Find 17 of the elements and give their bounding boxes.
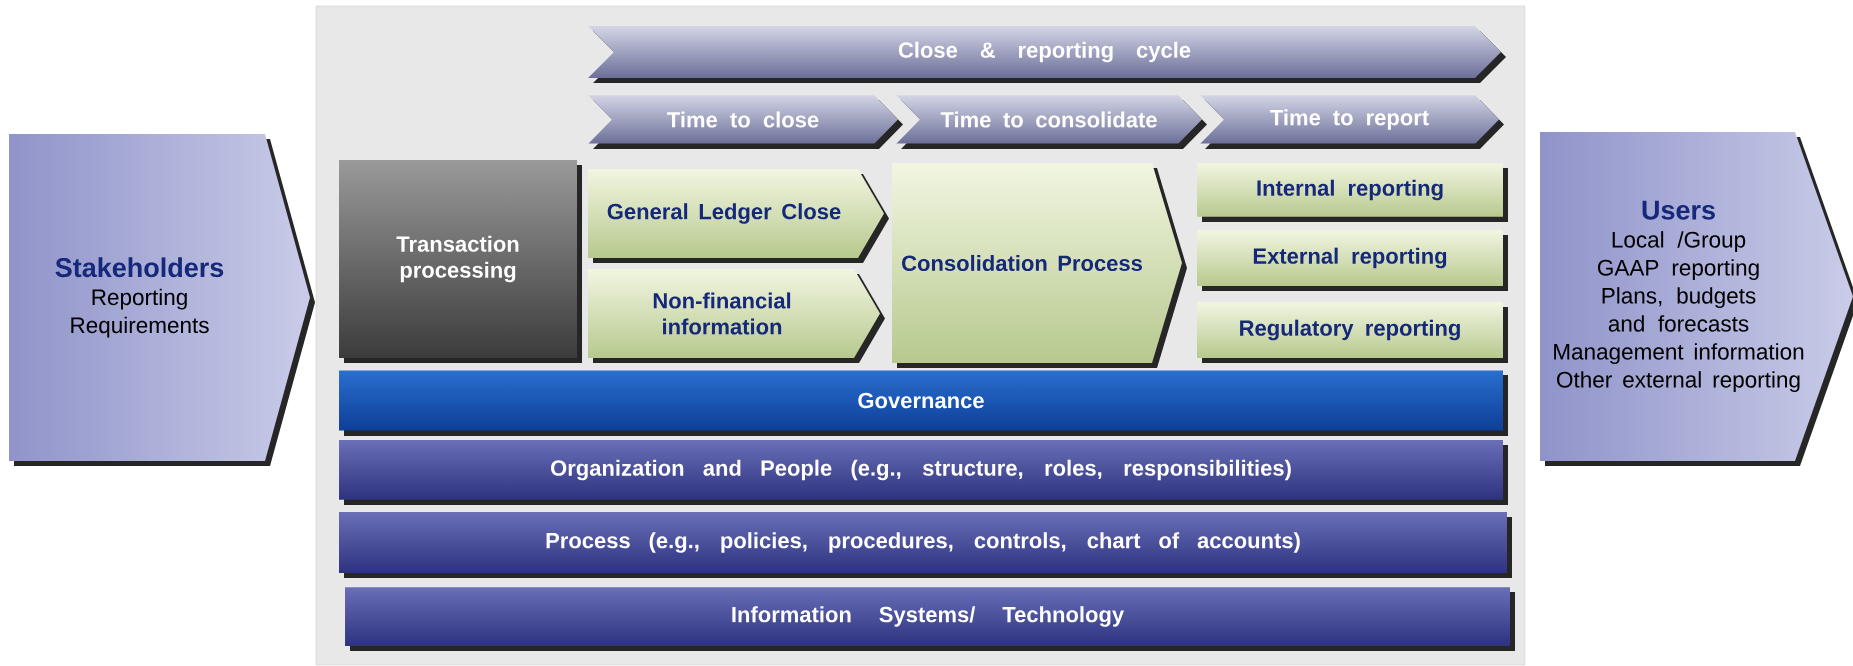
phase-band: Time to close xyxy=(588,95,903,149)
phase-band: Close & reporting cycle xyxy=(588,26,1506,83)
phase-band: Time to report xyxy=(1200,95,1504,149)
users-panel: Users Local /Group GAAP reporting Plans, budgets and forecasts Management information Other external reporting xyxy=(1540,132,1853,466)
process-box: Internal reporting xyxy=(1197,163,1508,222)
process-step: General Ledger Close xyxy=(588,169,889,263)
stakeholder-panel: Stakeholders Reporting Requirements xyxy=(9,134,315,466)
layer-bar: Organization and People (e.g., structure, roles, responsibilities) xyxy=(339,440,1508,505)
process-box: Transaction processing xyxy=(339,160,582,363)
layer-bar: Governance xyxy=(339,370,1508,436)
process-box: Regulatory reporting xyxy=(1197,302,1508,363)
layer-bar: Information Systems/ Technology xyxy=(345,587,1515,651)
process-step: Non-financial information xyxy=(588,269,885,363)
process-step: Consolidation Process xyxy=(892,163,1187,368)
layer-bar: Process (e.g., policies, procedures, controls, chart of accounts) xyxy=(339,512,1512,578)
phase-band: Time to consolidate xyxy=(896,95,1207,149)
process-box: External reporting xyxy=(1197,230,1508,291)
